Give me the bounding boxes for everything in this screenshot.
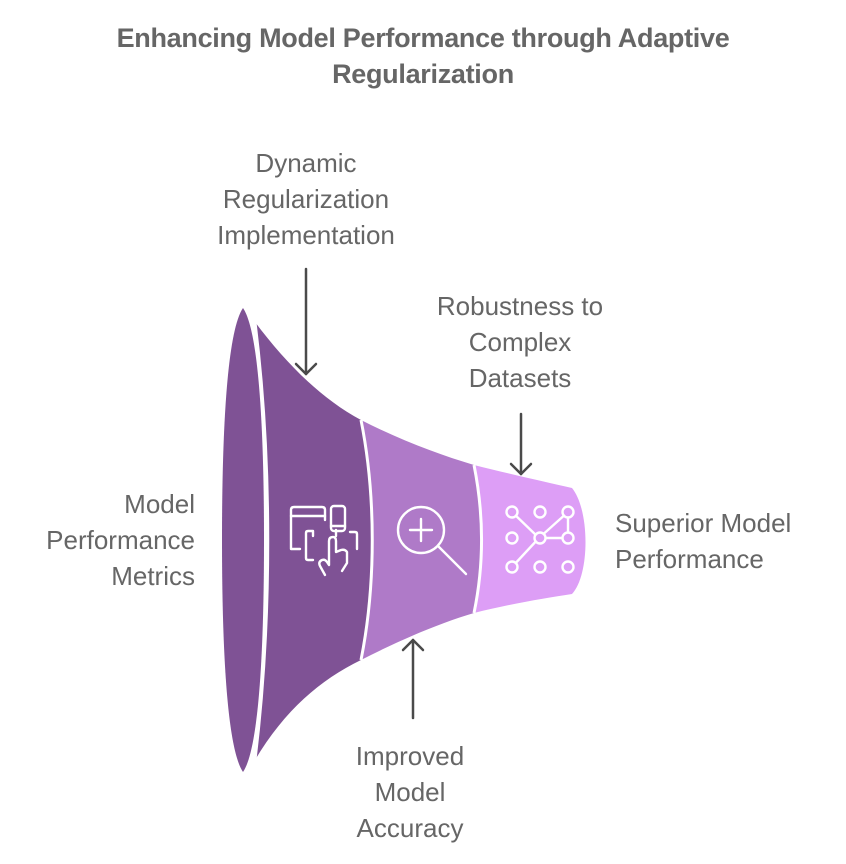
funnel-segment-3 [474, 465, 586, 613]
annotation-line: Regularization [222, 184, 390, 214]
annotation-line: Robustness to [436, 291, 604, 321]
annotation-line: Implementation [217, 220, 395, 250]
network-nodes-icon [505, 505, 575, 574]
separator-2-3 [472, 464, 483, 614]
annotation-line: Accuracy [356, 813, 464, 843]
label-line: Performance [615, 544, 764, 574]
annotation-line: Datasets [468, 363, 572, 393]
arrow-improved-up [401, 638, 425, 720]
annotation-improved-accuracy: Improved Model Accuracy [310, 738, 510, 846]
funnel-rim [222, 308, 264, 772]
annotation-line: Model [374, 777, 446, 807]
diagram-title: Enhancing Model Performance through Adap… [0, 20, 846, 92]
zoom-in-icon [396, 505, 468, 576]
arrow-robustness-down [509, 412, 533, 476]
annotation-robustness: Robustness to Complex Datasets [410, 288, 630, 396]
separator-rim [253, 321, 270, 761]
title-line-1: Enhancing Model Performance through Adap… [116, 23, 730, 53]
arrow-dynamic-down [294, 267, 318, 376]
annotation-dynamic-regularization: Dynamic Regularization Implementation [186, 145, 426, 253]
label-superior-model-performance: Superior Model Performance [615, 505, 846, 577]
label-line: Performance [46, 525, 195, 555]
annotation-line: Dynamic [255, 148, 357, 178]
funnel-segment-1 [255, 322, 373, 760]
separator-1-2 [359, 419, 374, 661]
label-line: Model [124, 489, 195, 519]
devices-touch-icon [289, 504, 359, 577]
annotation-line: Improved [355, 741, 465, 771]
title-line-2: Regularization [332, 59, 514, 89]
annotation-line: Complex [468, 327, 572, 357]
label-model-performance-metrics: Model Performance Metrics [0, 486, 195, 594]
label-line: Metrics [111, 561, 195, 591]
label-line: Superior Model [615, 508, 792, 538]
